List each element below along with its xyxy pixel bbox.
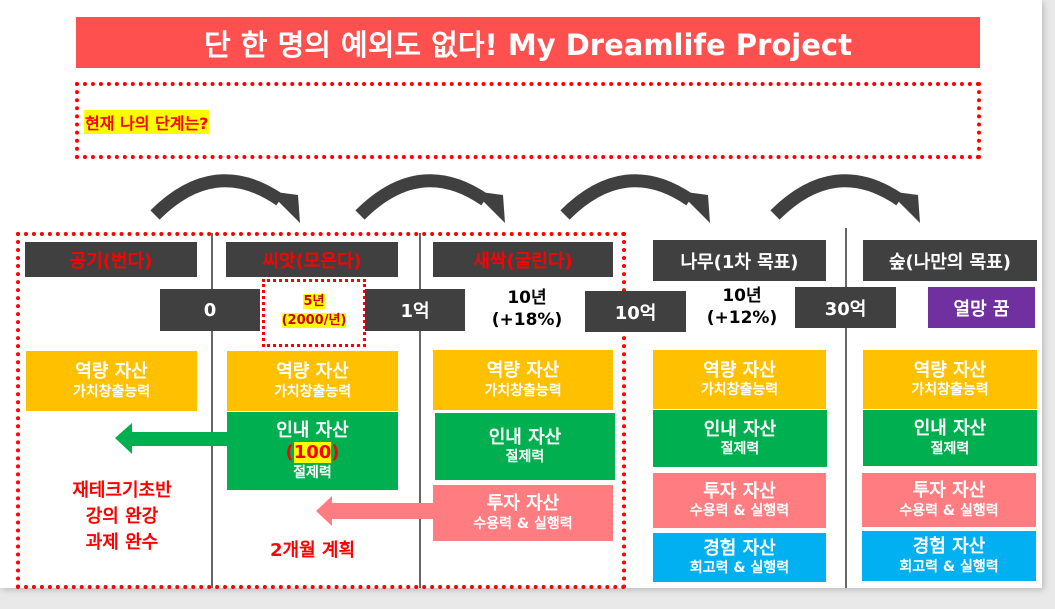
- stage-tree: 나무(1차 목표): [653, 240, 826, 281]
- question-text: 현재 나의 단계는?: [84, 110, 210, 134]
- note-line: 강의 완강: [85, 506, 159, 527]
- seed-period-box: [262, 279, 366, 347]
- card-title: 인내 자산: [276, 419, 349, 441]
- seed-years: 5년: [303, 294, 325, 309]
- stage-sprout: 새싹(굴린다): [433, 242, 613, 277]
- divider: [211, 233, 213, 588]
- note-line: 재테크기초반: [72, 480, 172, 501]
- card-title: 역량 자산: [276, 361, 349, 382]
- page-title: 단 한 명의 예외도 없다! My Dreamlife Project: [76, 17, 980, 68]
- card-title: 역량 자산: [75, 361, 148, 382]
- card-sub: 수용력 & 실행력: [899, 502, 999, 519]
- note-line: 과제 완수: [85, 532, 159, 553]
- card-title: 투자 자산: [912, 480, 986, 501]
- card-sub: 가치창출능력: [273, 383, 352, 400]
- tree-years: 10년: [722, 286, 762, 306]
- card-sub: 가치창출능력: [484, 382, 562, 399]
- air-stage-notes: 재테크기초반 강의 완강 과제 완수: [37, 478, 207, 556]
- slide: 단 한 명의 예외도 없다! My Dreamlife Project 현재 나…: [0, 0, 1042, 589]
- sprout-rate: (+18%): [491, 310, 563, 330]
- stage-seed: 씨앗(모은다): [226, 242, 398, 277]
- card-title: 투자 자산: [486, 493, 560, 514]
- card-sub: 수용력 & 실행력: [689, 503, 790, 519]
- milestone-0: 0: [160, 289, 260, 331]
- divider: [845, 228, 847, 588]
- left-arrow-green-icon: [115, 423, 227, 454]
- card-title: 역량 자산: [486, 360, 560, 381]
- card-sub: 절제력: [720, 441, 760, 457]
- seed-rate: (2000/년): [281, 313, 347, 328]
- divider: [419, 233, 421, 588]
- curved-arrow-icon: [150, 174, 284, 220]
- card-title: 경험 자산: [912, 536, 986, 557]
- card-title: 인내 자산: [913, 418, 987, 439]
- card-title: 인내 자산: [703, 418, 777, 440]
- card-sub: 수용력 & 실행력: [473, 515, 573, 532]
- card-sub: 절제력: [505, 449, 545, 465]
- card-title: 투자 자산: [703, 480, 776, 502]
- left-arrow-pink-icon: [316, 496, 434, 526]
- curved-arrow-icon: [355, 174, 489, 220]
- card-sub: 절제력: [930, 440, 970, 457]
- card-sub: 절제력: [293, 464, 332, 481]
- milestone-1: 1억: [365, 289, 465, 331]
- card-sub: 회고력 & 실행력: [899, 558, 999, 575]
- sprout-years: 10년: [507, 288, 547, 308]
- current-stage-box: [16, 232, 626, 589]
- milestone-3: 30억: [795, 287, 896, 328]
- card-sub: 가치창출능력: [700, 382, 779, 398]
- card-title: 인내 자산: [488, 426, 562, 448]
- card-title: 역량 자산: [703, 359, 776, 381]
- card-sub: 가치창출능력: [72, 383, 151, 400]
- card-sub: 회고력 & 실행력: [689, 560, 790, 576]
- patience-asset-card: 인내 자산(100)절제력: [227, 412, 398, 490]
- card-title: 역량 자산: [913, 359, 987, 381]
- card-title: 경험 자산: [703, 537, 776, 559]
- curved-arrow-icon: [770, 174, 904, 220]
- progress-arrows: [150, 174, 920, 223]
- curved-arrow-icon: [560, 174, 694, 220]
- stage-forest: 숲(나만의 목표): [863, 240, 1037, 281]
- stage-air: 공기(번다): [25, 242, 197, 277]
- patience-score: 100: [293, 442, 332, 464]
- card-sub: 가치창출능력: [911, 382, 989, 398]
- seed-stage-plan: 2개월 계획: [269, 540, 356, 561]
- dream-badge: 열망 꿈: [928, 287, 1035, 328]
- question-box: [75, 82, 981, 159]
- milestone-2: 10억: [585, 291, 686, 332]
- tree-rate: (+12%): [706, 308, 778, 328]
